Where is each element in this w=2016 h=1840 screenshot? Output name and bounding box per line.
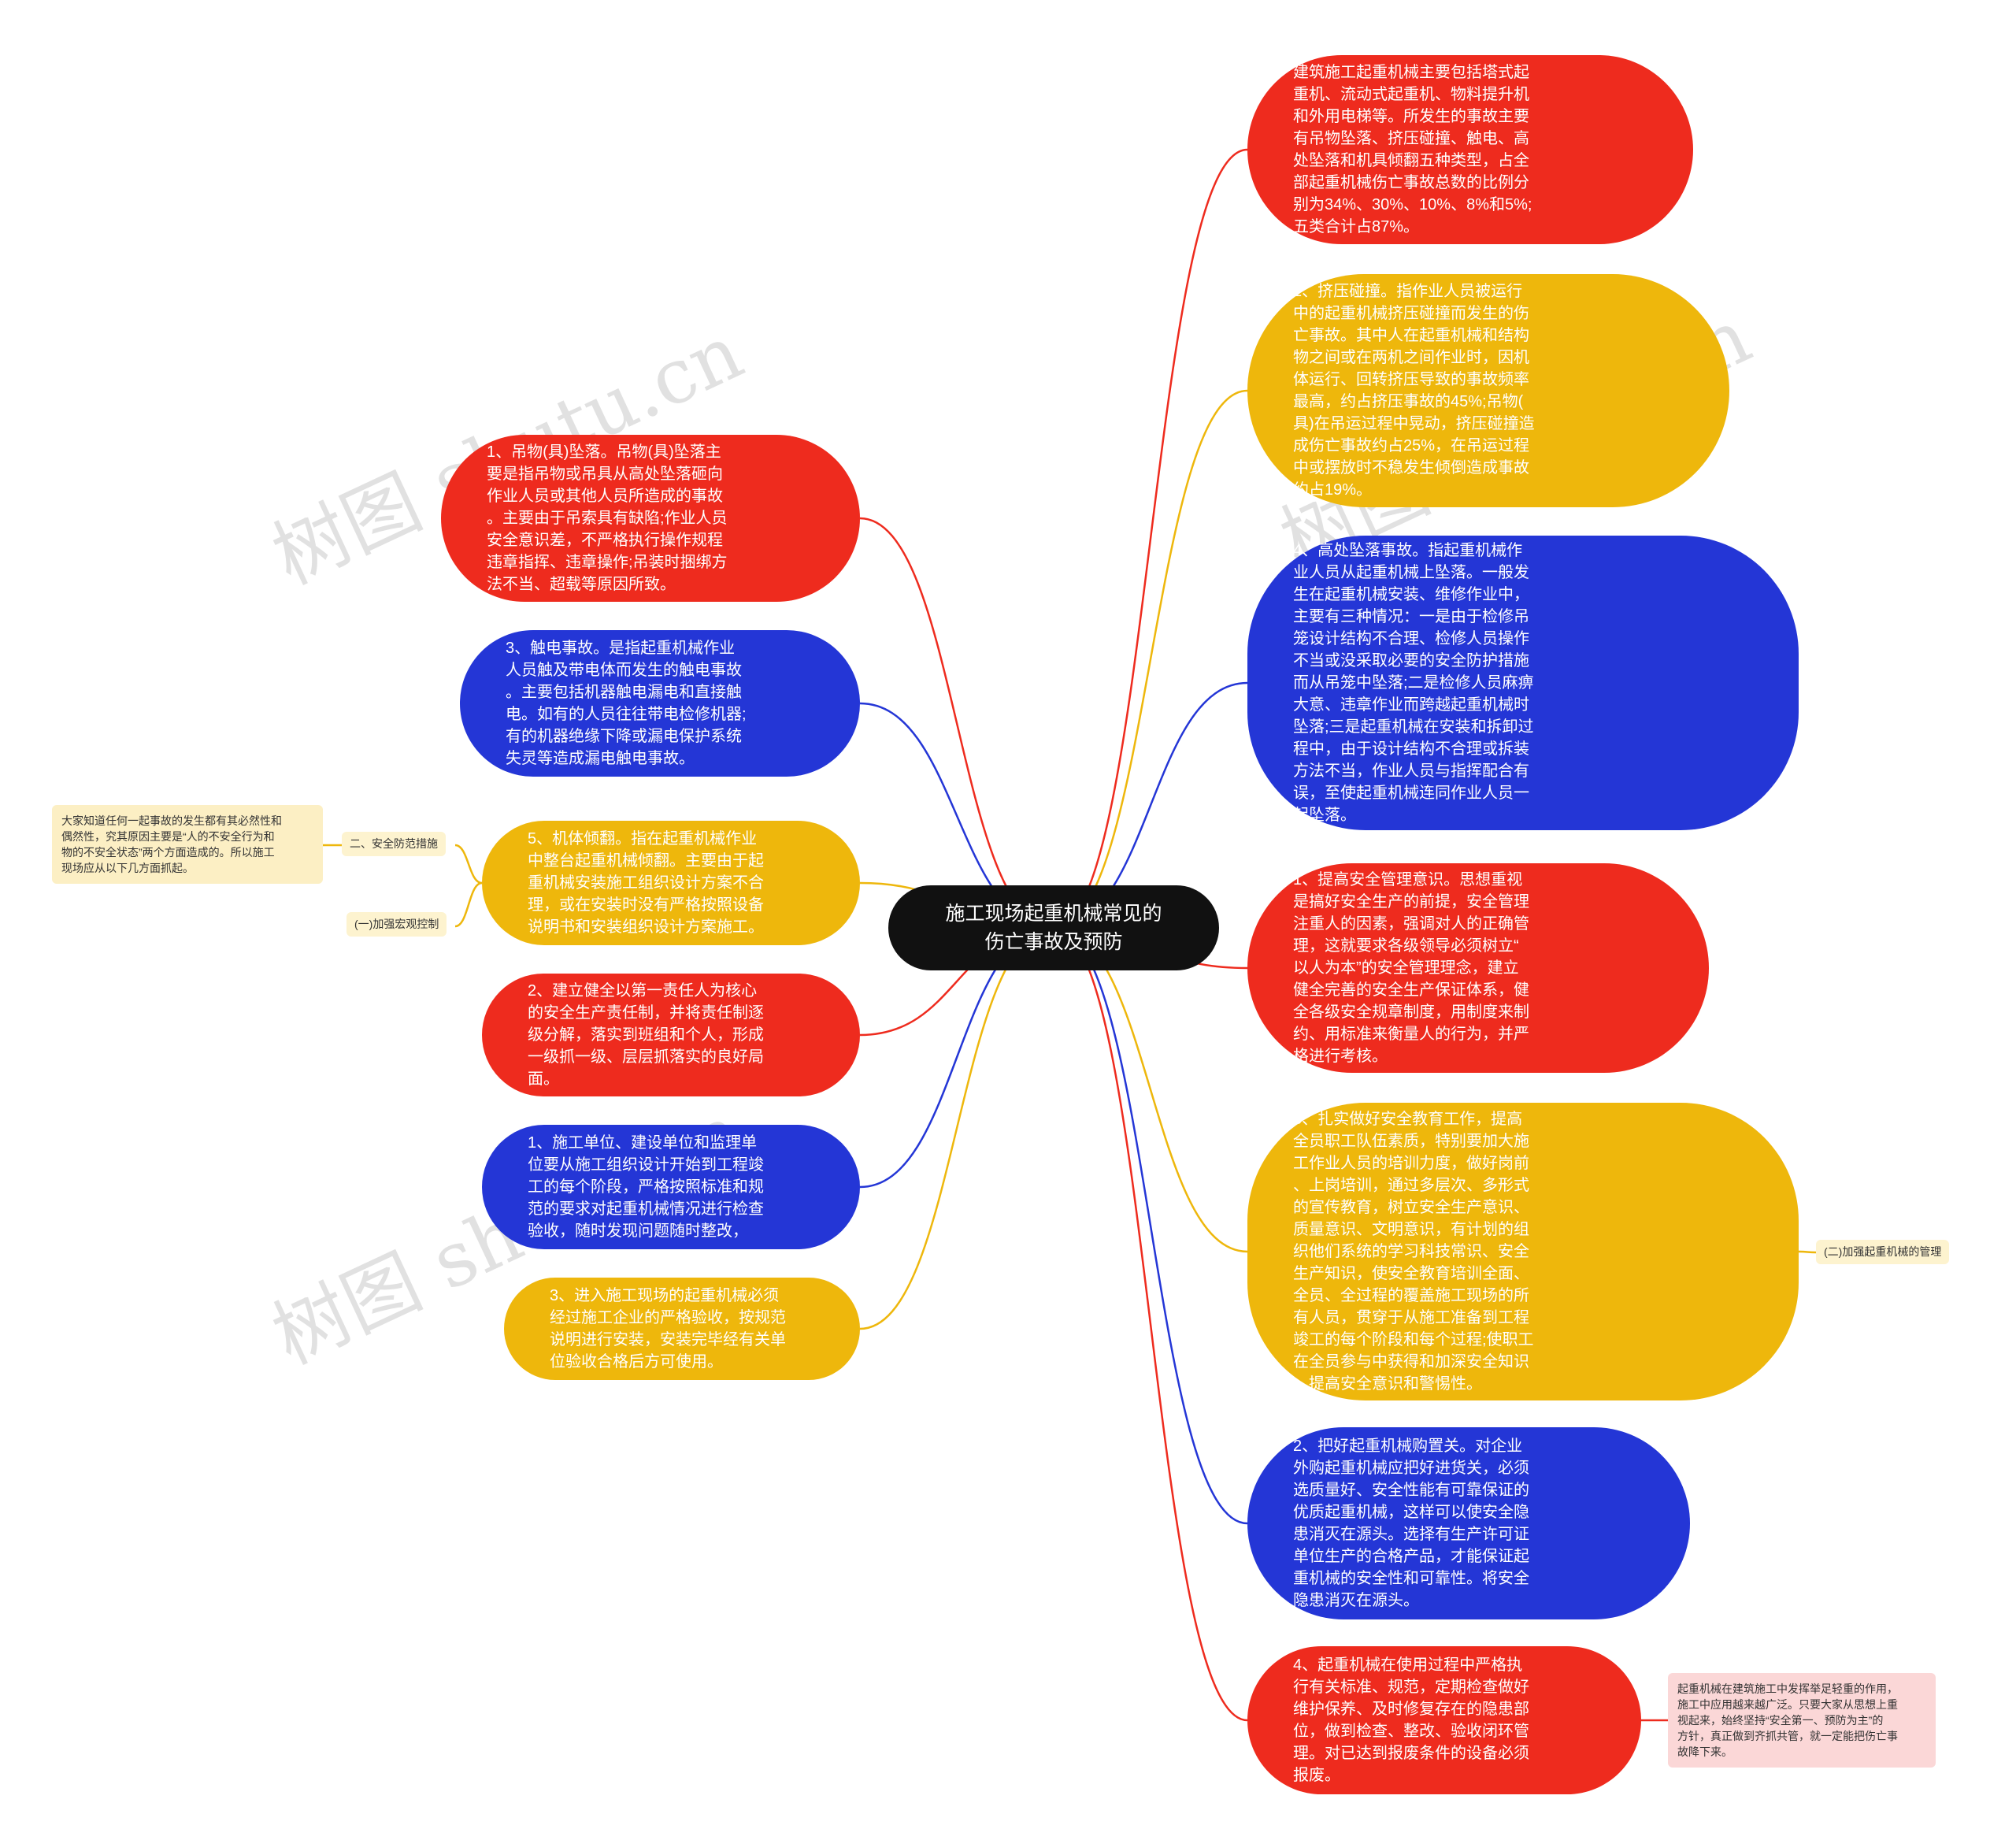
- connector-tag-macro: [454, 881, 483, 928]
- connector-left-1: [859, 517, 1054, 929]
- node-safety-education[interactable]: 3、扎实做好安全教育工作，提高 全员职工队伍素质，特别要加大施 工作业人员的培训…: [1247, 1103, 1799, 1400]
- node-safety-awareness[interactable]: 1、提高安全管理意识。思想重视 是搞好安全生产的前提，安全管理 注重人的因素，强…: [1247, 863, 1709, 1073]
- connector-right-7: [1053, 926, 1248, 1722]
- node-text: 建筑施工起重机械主要包括塔式起 重机、流动式起重机、物料提升机 和外用电梯等。所…: [1293, 64, 1532, 236]
- node-electric-shock[interactable]: 3、触电事故。是指起重机械作业 人员触及带电体而发生的触电事故 。主要包括机器触…: [460, 630, 860, 777]
- tag-machine-management[interactable]: (二)加强起重机械的管理: [1816, 1240, 1950, 1264]
- node-fall-from-height[interactable]: 4、高处坠落事故。指起重机械作 业人员从起重机械上坠落。一般发 生在起重机械安装…: [1247, 536, 1799, 830]
- connector-tag-safety: [454, 844, 483, 885]
- connector-right-5: [1053, 926, 1248, 1253]
- node-text: 3、扎实做好安全教育工作，提高 全员职工队伍素质，特别要加大施 工作业人员的培训…: [1293, 1111, 1534, 1393]
- node-text: 2、建立健全以第一责任人为核心 的安全生产责任制，并将责任制逐 级分解，落实到班…: [528, 982, 764, 1088]
- tag-macro-control[interactable]: (一)加强宏观控制: [346, 912, 447, 937]
- central-topic[interactable]: 施工现场起重机械常见的 伤亡事故及预防: [888, 885, 1219, 970]
- node-purchase-control[interactable]: 2、把好起重机械购置关。对企业 外购起重机械应把好进货关，必须 选质量好、安全性…: [1247, 1427, 1690, 1619]
- node-text: 5、机体倾翻。指在起重机械作业 中整台起重机械倾翻。主要由于起 重机械安装施工组…: [528, 830, 764, 936]
- note-conclusion: 起重机械在建筑施工中发挥举足轻重的作用， 施工中应用越来越广泛。只要大家从思想上…: [1668, 1673, 1936, 1768]
- node-text: 2、把好起重机械购置关。对企业 外购起重机械应把好进货关，必须 选质量好、安全性…: [1293, 1438, 1529, 1609]
- node-text: 3、进入施工现场的起重机械必须 经过施工企业的严格验收，按规范 说明进行安装，安…: [550, 1287, 786, 1371]
- node-crane-accident-overview[interactable]: 建筑施工起重机械主要包括塔式起 重机、流动式起重机、物料提升机 和外用电梯等。所…: [1247, 55, 1693, 244]
- node-text: 4、高处坠落事故。指起重机械作 业人员从起重机械上坠落。一般发 生在起重机械安装…: [1293, 542, 1534, 824]
- node-text: 2、挤压碰撞。指作业人员被运行 中的起重机械挤压碰撞而发生的伤 亡事故。其中人在…: [1293, 283, 1535, 499]
- connector-left-6: [859, 926, 1054, 1330]
- note-safety-measures: 大家知道任何一起事故的发生都有其必然性和 偶然性，究其原因主要是“人的不安全行为…: [52, 805, 323, 884]
- node-usage-standards[interactable]: 4、起重机械在使用过程中严格执 行有关标准、规范，定期检查做好 维护保养、及时修…: [1247, 1646, 1641, 1794]
- node-machine-overturn[interactable]: 5、机体倾翻。指在起重机械作业 中整台起重机械倾翻。主要由于起 重机械安装施工组…: [482, 821, 860, 945]
- node-text: 1、施工单位、建设单位和监理单 位要从施工组织设计开始到工程竣 工的每个阶段，严…: [528, 1134, 764, 1240]
- node-text: 1、吊物(具)坠落。吊物(具)坠落主 要是指吊物或吊具从高处坠落砸向 作业人员或…: [487, 443, 728, 593]
- node-text: 4、起重机械在使用过程中严格执 行有关标准、规范，定期检查做好 维护保养、及时修…: [1293, 1656, 1529, 1784]
- node-inspection-acceptance[interactable]: 1、施工单位、建设单位和监理单 位要从施工组织设计开始到工程竣 工的每个阶段，严…: [482, 1125, 860, 1249]
- node-squeeze-collision[interactable]: 2、挤压碰撞。指作业人员被运行 中的起重机械挤压碰撞而发生的伤 亡事故。其中人在…: [1247, 274, 1729, 507]
- node-falling-object[interactable]: 1、吊物(具)坠落。吊物(具)坠落主 要是指吊物或吊具从高处坠落砸向 作业人员或…: [441, 435, 860, 602]
- node-text: 1、提高安全管理意识。思想重视 是搞好安全生产的前提，安全管理 注重人的因素，强…: [1293, 871, 1529, 1065]
- connector-right-2: [1053, 389, 1248, 929]
- node-responsibility-system[interactable]: 2、建立健全以第一责任人为核心 的安全生产责任制，并将责任制逐 级分解，落实到班…: [482, 974, 860, 1096]
- connector-right-6: [1053, 926, 1248, 1525]
- node-entry-acceptance[interactable]: 3、进入施工现场的起重机械必须 经过施工企业的严格验收，按规范 说明进行安装，安…: [504, 1278, 860, 1380]
- connector-right-1: [1053, 148, 1248, 929]
- tag-safety-measures[interactable]: 二、安全防范措施: [342, 832, 446, 856]
- node-text: 3、触电事故。是指起重机械作业 人员触及带电体而发生的触电事故 。主要包括机器触…: [506, 640, 747, 767]
